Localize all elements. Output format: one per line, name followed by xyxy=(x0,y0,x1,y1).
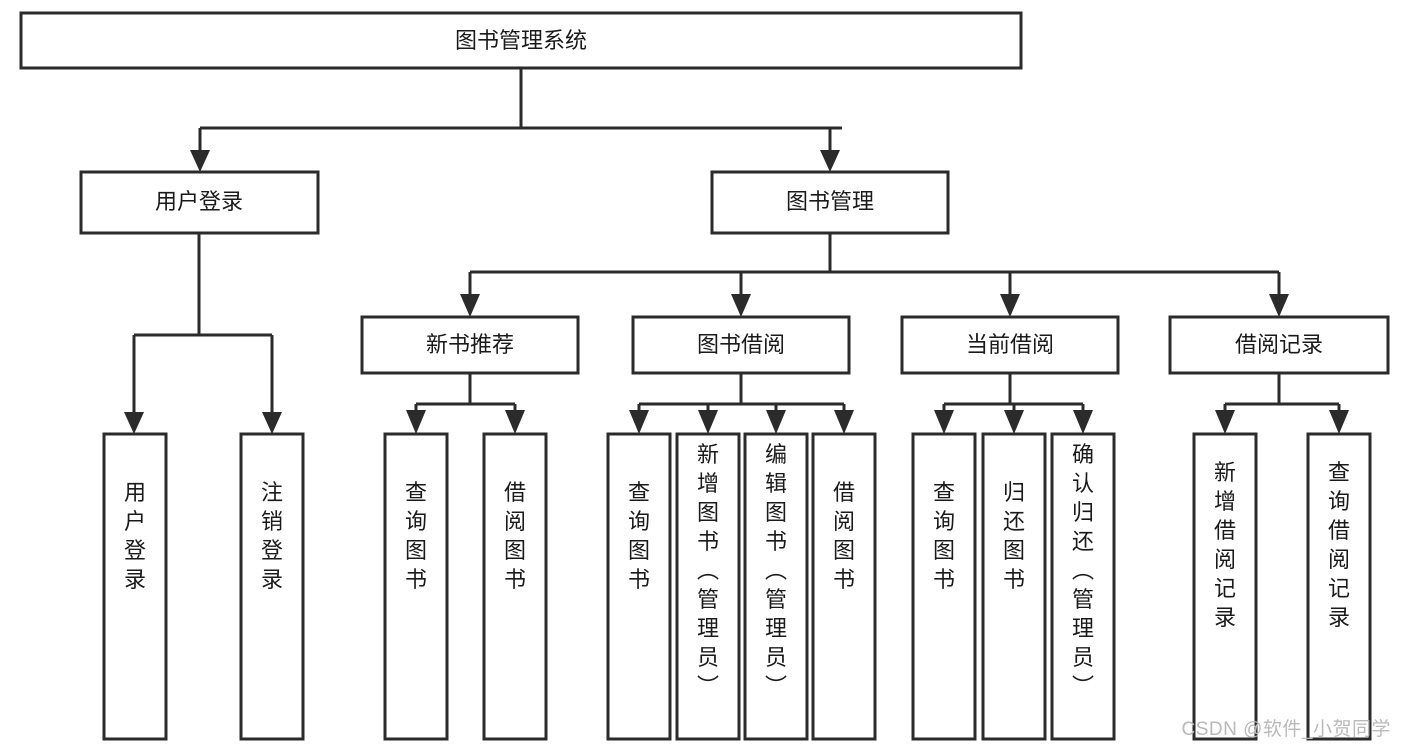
leaf-add-borrow-record-label: 新增借阅记录 xyxy=(1214,460,1236,630)
leaf-logout-login-label: 注销登录 xyxy=(261,480,283,592)
leaf-edit-book-admin-label: 编辑图书︵管理员︶ xyxy=(765,442,787,699)
root-box[interactable] xyxy=(19,11,1023,70)
node-root[interactable]: 图书管理系统 xyxy=(19,11,1023,70)
arrow-head-book-borrow xyxy=(731,294,751,317)
leaf-user-login-box[interactable] xyxy=(102,432,168,741)
book-borrow-label: 图书借阅 xyxy=(697,332,785,357)
node-leaf-confirm-return-admin[interactable]: 确认归还︵管理员︶ xyxy=(1050,432,1116,741)
node-leaf-add-borrow-record[interactable]: 新增借阅记录 xyxy=(1192,432,1258,741)
arrow-head-leaf-add-book-admin xyxy=(698,410,718,434)
arrow-head-new-book-recommend xyxy=(460,294,480,317)
arrow-head-leaf-borrow-book-2 xyxy=(834,410,854,434)
node-leaf-query-book-3[interactable]: 查询图书 xyxy=(911,432,977,741)
connectors-current-borrow-to-leaves xyxy=(934,373,1093,434)
connectors-root-to-level2 xyxy=(190,68,842,172)
leaf-query-book-2-box[interactable] xyxy=(606,432,672,741)
book-borrow-box[interactable] xyxy=(631,315,851,375)
arrow-head-leaf-edit-book-admin xyxy=(766,410,786,434)
leaf-query-book-3-box[interactable] xyxy=(911,432,977,741)
leaf-query-book-3-label: 查询图书 xyxy=(933,480,955,592)
leaf-logout-login-box[interactable] xyxy=(239,432,305,741)
arrow-head-leaf-add-borrow-record xyxy=(1215,410,1235,434)
connectors-book-borrow-to-leaves xyxy=(629,373,854,434)
arrow-head-user-login xyxy=(190,150,210,172)
leaf-borrow-book-1-label: 借阅图书 xyxy=(504,480,526,592)
current-borrow-label: 当前借阅 xyxy=(966,332,1054,357)
arrow-head-leaf-confirm-return-admin xyxy=(1073,410,1093,434)
arrow-head-leaf-logout-login xyxy=(262,412,282,434)
leaf-edit-book-admin-box[interactable] xyxy=(743,432,809,741)
leaf-query-borrow-record-box[interactable] xyxy=(1306,432,1372,741)
node-leaf-query-borrow-record[interactable]: 查询借阅记录 xyxy=(1306,432,1372,741)
root-label: 图书管理系统 xyxy=(455,28,587,53)
leaf-return-book-box[interactable] xyxy=(981,432,1047,741)
connectors-borrow-record-to-leaves xyxy=(1215,373,1349,434)
borrow-record-label: 借阅记录 xyxy=(1235,332,1323,357)
leaf-add-borrow-record-box[interactable] xyxy=(1192,432,1258,741)
node-current-borrow[interactable]: 当前借阅 xyxy=(900,315,1120,375)
book-manage-label: 图书管理 xyxy=(786,189,874,214)
book-manage-box[interactable] xyxy=(710,170,950,235)
new-book-recommend-label: 新书推荐 xyxy=(426,332,514,357)
node-user-login[interactable]: 用户登录 xyxy=(79,170,320,235)
leaf-borrow-book-2-box[interactable] xyxy=(811,432,877,741)
csdn-watermark: CSDN @软件_小贺同学 xyxy=(1181,719,1391,740)
arrow-head-leaf-query-book-2 xyxy=(629,410,649,434)
user-login-box[interactable] xyxy=(79,170,320,235)
arrow-head-leaf-query-book-3 xyxy=(934,410,954,434)
leaf-confirm-return-admin-label: 确认归还︵管理员︶ xyxy=(1072,442,1094,699)
leaf-add-book-admin-label: 新增图书︵管理员︶ xyxy=(697,442,719,699)
node-borrow-record[interactable]: 借阅记录 xyxy=(1168,315,1390,375)
arrow-head-current-borrow xyxy=(1000,294,1020,317)
arrow-head-borrow-record xyxy=(1269,294,1289,317)
node-leaf-add-book-admin[interactable]: 新增图书︵管理员︶ xyxy=(675,432,741,741)
leaf-query-book-2-label: 查询图书 xyxy=(628,480,650,592)
leaf-add-book-admin-box[interactable] xyxy=(675,432,741,741)
node-leaf-logout-login[interactable]: 注销登录 xyxy=(239,432,305,741)
leaf-borrow-book-1-box[interactable] xyxy=(482,432,548,741)
arrow-head-leaf-query-borrow-record xyxy=(1329,410,1349,434)
node-leaf-query-book-1[interactable]: 查询图书 xyxy=(383,432,449,741)
new-book-recommend-box[interactable] xyxy=(360,315,580,375)
connectors-new-book-recommend-to-leaves xyxy=(406,373,525,434)
connectors-user-login-to-leaves xyxy=(124,233,282,434)
arrow-head-leaf-return-book xyxy=(1004,410,1024,434)
arrow-head-leaf-user-login xyxy=(124,412,144,434)
node-leaf-query-book-2[interactable]: 查询图书 xyxy=(606,432,672,741)
connectors-book-manage-to-level3 xyxy=(460,233,1289,317)
arrow-head-leaf-borrow-book-1 xyxy=(505,410,525,434)
leaf-confirm-return-admin-box[interactable] xyxy=(1050,432,1116,741)
leaf-query-book-1-box[interactable] xyxy=(383,432,449,741)
user-login-label: 用户登录 xyxy=(155,189,243,214)
node-book-manage[interactable]: 图书管理 xyxy=(710,170,950,235)
arrow-head-leaf-query-book-1 xyxy=(406,410,426,434)
node-leaf-borrow-book-1[interactable]: 借阅图书 xyxy=(482,432,548,741)
node-leaf-return-book[interactable]: 归还图书 xyxy=(981,432,1047,741)
current-borrow-box[interactable] xyxy=(900,315,1120,375)
node-new-book-recommend[interactable]: 新书推荐 xyxy=(360,315,580,375)
node-leaf-borrow-book-2[interactable]: 借阅图书 xyxy=(811,432,877,741)
borrow-record-box[interactable] xyxy=(1168,315,1390,375)
node-book-borrow[interactable]: 图书借阅 xyxy=(631,315,851,375)
arrow-head-book-manage xyxy=(820,150,840,172)
node-leaf-user-login[interactable]: 用户登录 xyxy=(102,432,168,741)
leaf-user-login-label: 用户登录 xyxy=(124,480,146,592)
leaf-query-book-1-label: 查询图书 xyxy=(405,480,427,592)
leaf-query-borrow-record-label: 查询借阅记录 xyxy=(1328,460,1350,630)
leaf-return-book-label: 归还图书 xyxy=(1003,480,1025,592)
leaf-borrow-book-2-label: 借阅图书 xyxy=(833,480,855,592)
node-leaf-edit-book-admin[interactable]: 编辑图书︵管理员︶ xyxy=(743,432,809,741)
